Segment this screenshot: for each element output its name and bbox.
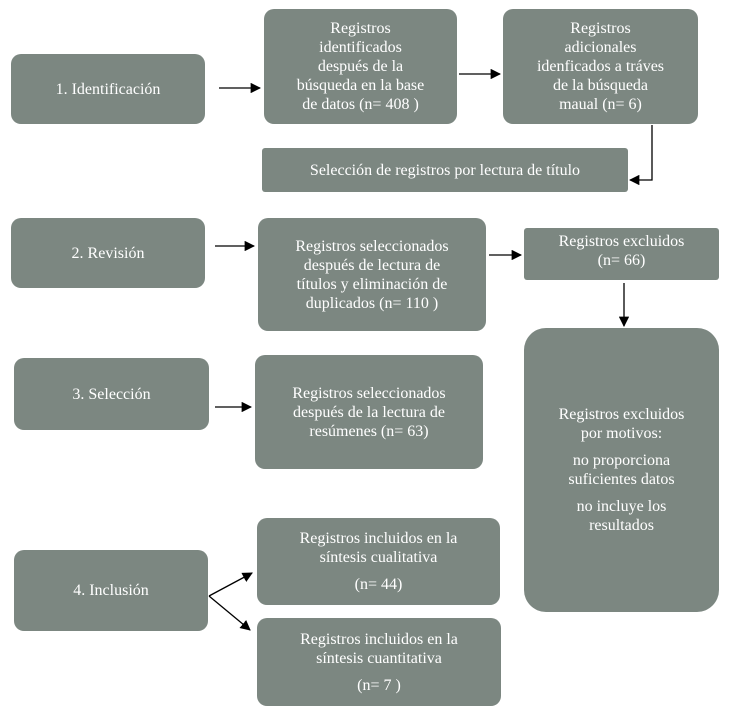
box-text-line: Registros seleccionados [292, 384, 446, 402]
box-text-line: después de la lectura de [293, 403, 445, 421]
box-exclusion-reasons: Registros excluidos por motivos: no prop… [524, 328, 719, 612]
box-text-line: Selección de registros por lectura de tí… [309, 161, 581, 179]
stage-label: 3. Selección [72, 385, 151, 403]
arrow-inclusion-to-qualitative [208, 572, 253, 597]
box-text-line: síntesis cuantitativa [316, 649, 442, 667]
box-text-line: Registros seleccionados [295, 237, 449, 255]
box-text-line: duplicados (n= 110 ) [305, 294, 439, 312]
box-text-line: no incluye los [576, 498, 667, 515]
stage-inclusion: 4. Inclusión [14, 550, 208, 631]
box-text-line: Registros excluidos [558, 233, 685, 250]
box-qualitative-synthesis: Registros incluidos en la síntesis cuali… [257, 518, 500, 605]
box-text-line: Registros [570, 20, 631, 37]
arrow-inclusion-to-quantitative [208, 595, 251, 631]
stage-label: 4. Inclusión [73, 582, 149, 599]
box-text-line: idenficados a tráves [536, 58, 665, 75]
box-text-line: de datos (n= 408 ) [302, 96, 419, 113]
box-text-line: (n= 44) [354, 576, 403, 593]
box-text-line: títulos y eliminación de [296, 275, 448, 293]
box-title-selection: Selección de registros por lectura de tí… [262, 148, 628, 192]
stage-label: 1. Identificación [55, 80, 161, 98]
stage-seleccion: 3. Selección [14, 358, 209, 430]
box-after-abstracts: Registros seleccionados después de la le… [255, 355, 483, 469]
box-text-line: resúmenes (n= 63) [309, 422, 429, 440]
box-text-line: (n= 66) [597, 252, 646, 269]
box-text-line: suficientes datos [568, 471, 675, 488]
box-text-line: Registros [330, 20, 391, 37]
box-text-line: Registros incluidos en la [299, 530, 458, 547]
box-text-line: Registros incluidos en la [300, 630, 458, 648]
box-manual-records: Registros adicionales idenficados a tráv… [503, 9, 698, 124]
box-text-line: después de la [317, 58, 404, 75]
box-text-line: después de lectura de [303, 256, 441, 274]
stage-label: 2. Revisión [71, 244, 145, 262]
box-text-line: (n= 7 ) [357, 676, 401, 694]
box-text-line: maual (n= 6) [559, 96, 642, 113]
stage-identificacion: 1. Identificación [11, 54, 205, 124]
box-text-line: no proporciona [572, 452, 671, 469]
box-database-records: Registros identificados después de la bú… [264, 9, 457, 124]
box-quantitative-synthesis: Registros incluidos en la síntesis cuant… [257, 618, 501, 706]
arrow-manual-to-title [628, 125, 653, 186]
box-after-duplicates: Registros seleccionados después de lectu… [258, 218, 486, 331]
box-text-line: identificados [319, 39, 402, 56]
stage-revision: 2. Revisión [11, 218, 205, 288]
box-text-line: adicionales [564, 39, 637, 56]
box-text-line: búsqueda en la base [296, 77, 425, 94]
box-text-line: por motivos: [580, 425, 663, 442]
box-text-line: síntesis cualitativa [319, 549, 438, 566]
box-text-line: de la búsqueda [552, 77, 649, 94]
box-text-line: Registros excluidos [558, 406, 685, 423]
box-text-line: resultados [589, 517, 654, 534]
box-excluded: Registros excluidos (n= 66) [524, 228, 719, 280]
